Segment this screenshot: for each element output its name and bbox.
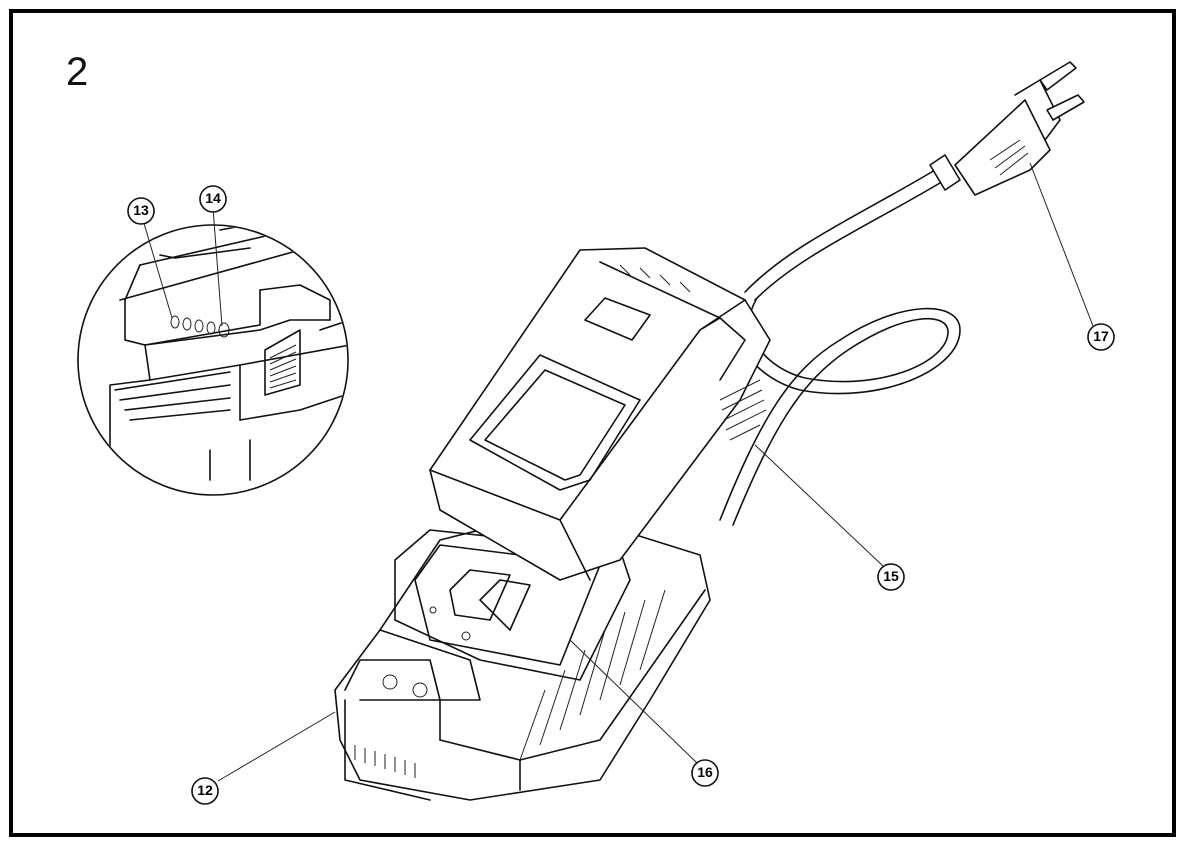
callout-label: 13 (133, 202, 149, 218)
callout-label: 17 (1093, 328, 1109, 344)
callout-16: 16 (690, 758, 720, 788)
callout-12: 12 (190, 776, 220, 806)
callout-label: 15 (883, 568, 899, 584)
figure-border (9, 9, 1176, 837)
callout-13: 13 (126, 196, 156, 226)
callout-label: 12 (197, 782, 213, 798)
battery-pack (429, 247, 771, 581)
callout-label: 14 (205, 190, 221, 206)
detail-magnifier (77, 224, 349, 496)
callout-label: 16 (697, 764, 713, 780)
charger-base (334, 519, 711, 801)
figure-number: 2 (66, 50, 89, 94)
power-cord (719, 169, 961, 526)
leader-lines (142, 162, 1094, 782)
callout-15: 15 (876, 562, 906, 592)
euro-plug (929, 61, 1085, 196)
callout-17: 17 (1086, 322, 1116, 352)
callout-14: 14 (198, 184, 228, 214)
